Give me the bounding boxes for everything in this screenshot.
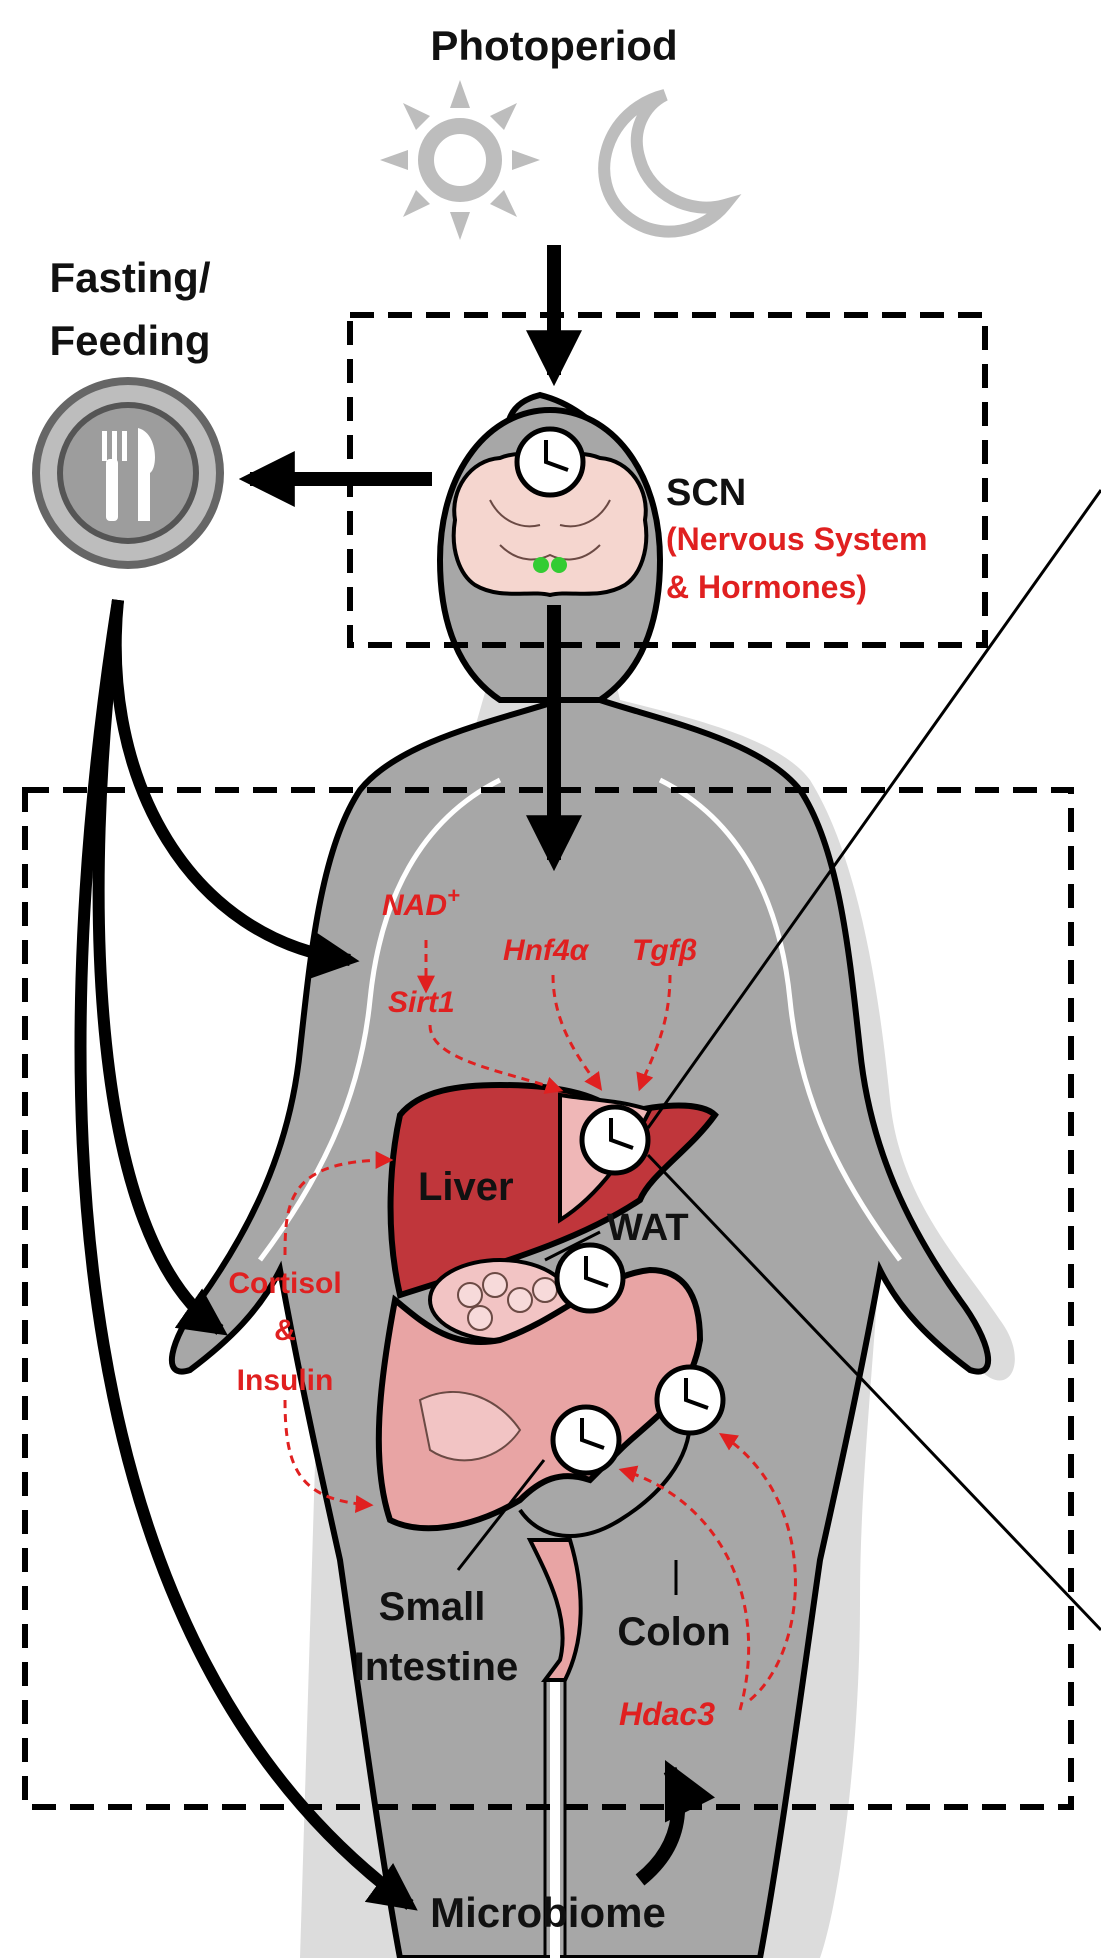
scn-sub-line2: & Hormones) (666, 569, 867, 605)
hdac3-label: Hdac3 (619, 1696, 715, 1732)
arrow-sirt1-to-liver (428, 1024, 564, 1094)
scn-label: SCN (666, 472, 746, 514)
zoom-line-top (646, 489, 1101, 1129)
scn-sub-line1: (Nervous System (666, 521, 927, 557)
small-intestine-label-line2: Intestine (354, 1645, 518, 1689)
leader-lines (456, 489, 1101, 1632)
peripheral-dashed-box (22, 787, 1074, 1810)
leader-wat (544, 1230, 601, 1262)
clock-icon-colon (654, 1364, 726, 1436)
microbiome-label: Microbiome (430, 1889, 666, 1936)
nad-label: NAD+ (382, 883, 460, 922)
tgfb-label: Tgfβ (632, 934, 697, 967)
cortisol-label: Cortisol (228, 1267, 341, 1300)
clock-icon-small-intestine (550, 1404, 622, 1476)
ampersand-label: & (274, 1314, 296, 1347)
arrow-hormones-to-intestine (283, 1399, 374, 1513)
clock-icon-scn (514, 426, 586, 498)
small-intestine-label-line1: Small (379, 1585, 486, 1629)
fork-knife-icon (102, 428, 155, 521)
scn-nucleus-right (551, 557, 567, 573)
arrow-tgfb-to-liver (636, 974, 672, 1092)
arrow-microbiome-to-hdac3 (635, 1759, 716, 1886)
sun-icon (380, 80, 540, 240)
arrow-hormones-to-liver (283, 1151, 394, 1256)
red-signal-arrows (283, 940, 797, 1711)
arrow-hdac3-to-intestine-clock (618, 1465, 751, 1711)
fasting-feeding-label-line1: Fasting/ (49, 254, 210, 301)
arrow-feeding-to-liver (109, 599, 360, 980)
moon-icon (598, 89, 742, 238)
hnf4a-label: Hnf4α (503, 934, 590, 967)
liver-label: Liver (418, 1165, 514, 1209)
zoom-line-bottom (646, 1153, 1101, 1632)
arrow-feeding-to-microbiome (74, 599, 418, 1911)
fasting-feeding-label-line2: Feeding (49, 317, 210, 364)
svg-text:NAD+: NAD+ (382, 883, 460, 922)
colon-label: Colon (617, 1610, 730, 1654)
photoperiod-label: Photoperiod (430, 22, 677, 69)
clock-icon-liver (579, 1104, 651, 1176)
wat-label: WAT (607, 1207, 689, 1249)
nad-sup: + (447, 883, 460, 908)
sirt1-label: Sirt1 (388, 986, 455, 1019)
brain-section (451, 452, 649, 598)
arrow-hnf4a-to-liver (551, 974, 603, 1091)
clock-icon-wat (554, 1242, 626, 1314)
black-arrows (74, 245, 716, 1911)
nad-text: NAD (382, 889, 447, 922)
plate-icon (32, 377, 224, 569)
leader-small-intestine (456, 1459, 546, 1571)
insulin-label: Insulin (237, 1364, 334, 1397)
arrow-hdac3-to-colon-clock (719, 1433, 797, 1702)
scn-nucleus-left (533, 557, 549, 573)
